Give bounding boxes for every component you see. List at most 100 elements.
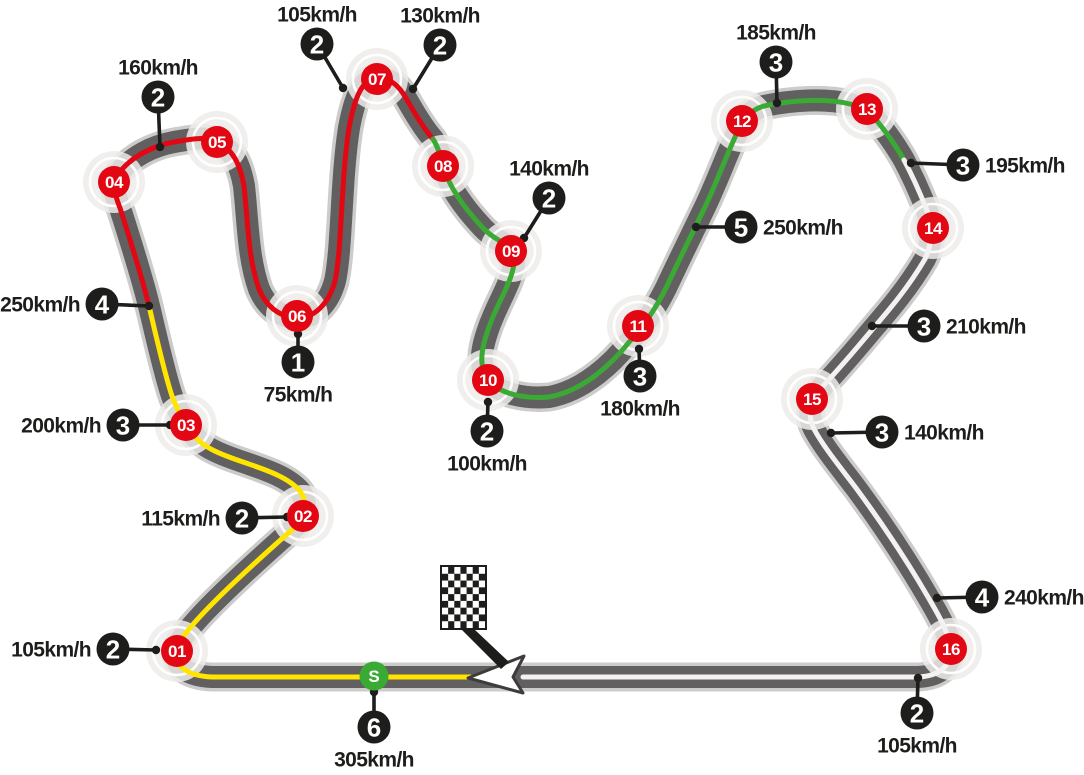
leader-dot <box>338 83 348 93</box>
corner-01-label: 01 <box>168 642 186 661</box>
flag-cell <box>448 614 455 622</box>
gear-circle <box>907 309 941 343</box>
gear-circle <box>357 710 391 744</box>
leader-dot <box>913 673 923 683</box>
flag-cell <box>466 567 473 574</box>
corner-16-label: 16 <box>942 640 960 659</box>
halo-ring <box>925 623 977 675</box>
gear-circle <box>724 210 758 244</box>
flag-cell <box>478 607 485 615</box>
start-marker-label: S <box>368 667 379 686</box>
corner-09-label: 09 <box>502 242 520 261</box>
speed-label: 250km/h <box>0 294 80 317</box>
flag-cell <box>454 607 461 615</box>
corner-10-label: 10 <box>479 371 497 390</box>
leader-dot <box>867 321 877 331</box>
corner-16-badge <box>935 633 967 665</box>
gear-label: 3 <box>116 410 130 440</box>
gear-circle <box>85 287 119 321</box>
speed-label: 130km/h <box>400 5 480 28</box>
flag-cell <box>448 587 455 595</box>
flag-cell <box>454 621 461 628</box>
corner-15-label: 15 <box>803 390 821 409</box>
gear-label: 2 <box>151 82 165 112</box>
leader-dot <box>483 397 493 407</box>
flag-cell <box>478 567 485 574</box>
sector-red-line <box>111 75 436 321</box>
flag-cell <box>442 567 449 574</box>
flag-cell <box>460 614 467 622</box>
flag-cell <box>478 594 485 601</box>
corner-07-label: 07 <box>368 70 386 89</box>
gear-label: 3 <box>917 311 931 341</box>
gear-label: 2 <box>235 503 249 533</box>
flag-cell <box>442 594 449 601</box>
corner-04-badge <box>98 166 130 198</box>
corner-10-badge <box>472 364 504 396</box>
gear-circle <box>225 501 259 535</box>
speed-label: 105km/h <box>877 735 957 758</box>
speed-label: 105km/h <box>11 639 91 662</box>
flag-pointer-tail <box>461 629 509 669</box>
corner-11-badge <box>622 310 654 342</box>
halo-ring <box>351 53 403 105</box>
corner-08-badge <box>427 150 459 182</box>
corner-11-label: 11 <box>630 317 647 336</box>
flag-cell <box>472 614 479 622</box>
corner-01-badge <box>161 635 193 667</box>
gear-label: 2 <box>106 634 120 664</box>
flag-cell <box>466 580 473 588</box>
flag-cell <box>466 594 473 601</box>
gear-circle <box>96 632 130 666</box>
corner-05-badge <box>201 126 233 158</box>
start-marker <box>359 661 389 691</box>
corner-06-label: 06 <box>288 307 306 326</box>
flag-cell <box>454 594 461 601</box>
speed-label: 160km/h <box>118 57 198 80</box>
flag-cell <box>454 580 461 588</box>
corner-02-badge <box>287 500 319 532</box>
corner-09-badge <box>495 235 527 267</box>
checkered-flag <box>440 565 487 630</box>
flag-cell <box>478 621 485 628</box>
speed-label: 195km/h <box>985 155 1065 178</box>
leader-dot <box>932 593 942 603</box>
start-marker-group: S <box>359 661 389 691</box>
flag-cell <box>466 607 473 615</box>
gear-circle <box>865 415 899 449</box>
leader-dot <box>906 158 916 168</box>
speed-label: 100km/h <box>447 453 527 476</box>
leader-dot <box>826 428 836 438</box>
finish-group <box>440 565 526 695</box>
gear-label: 2 <box>310 29 324 59</box>
speed-label: 75km/h <box>264 384 333 407</box>
corner-13-badge <box>851 93 883 125</box>
speed-label: 210km/h <box>946 316 1026 339</box>
flag-cell <box>454 567 461 574</box>
leader-dot <box>144 301 154 311</box>
gear-circle <box>281 345 315 379</box>
speed-label: 180km/h <box>600 398 680 421</box>
halo-ring <box>716 95 768 147</box>
halo-ring <box>88 156 140 208</box>
halo-ring <box>191 116 243 168</box>
gear-circle <box>965 580 999 614</box>
flag-cell <box>472 573 479 581</box>
gear-label: 3 <box>633 361 647 391</box>
gear-label: 6 <box>367 712 381 742</box>
flag-cell <box>460 587 467 595</box>
gear-label: 3 <box>875 417 889 447</box>
halo-ring <box>417 140 469 192</box>
gear-circle <box>946 148 980 182</box>
corner-02-label: 02 <box>294 507 312 526</box>
gear-label: 4 <box>95 289 110 319</box>
corner-06-badge <box>281 300 313 332</box>
corner-14-label: 14 <box>924 219 943 238</box>
corner-12-badge <box>726 105 758 137</box>
gear-label: 3 <box>956 150 970 180</box>
speed-label: 115km/h <box>141 508 220 531</box>
flag-cell <box>442 607 449 615</box>
